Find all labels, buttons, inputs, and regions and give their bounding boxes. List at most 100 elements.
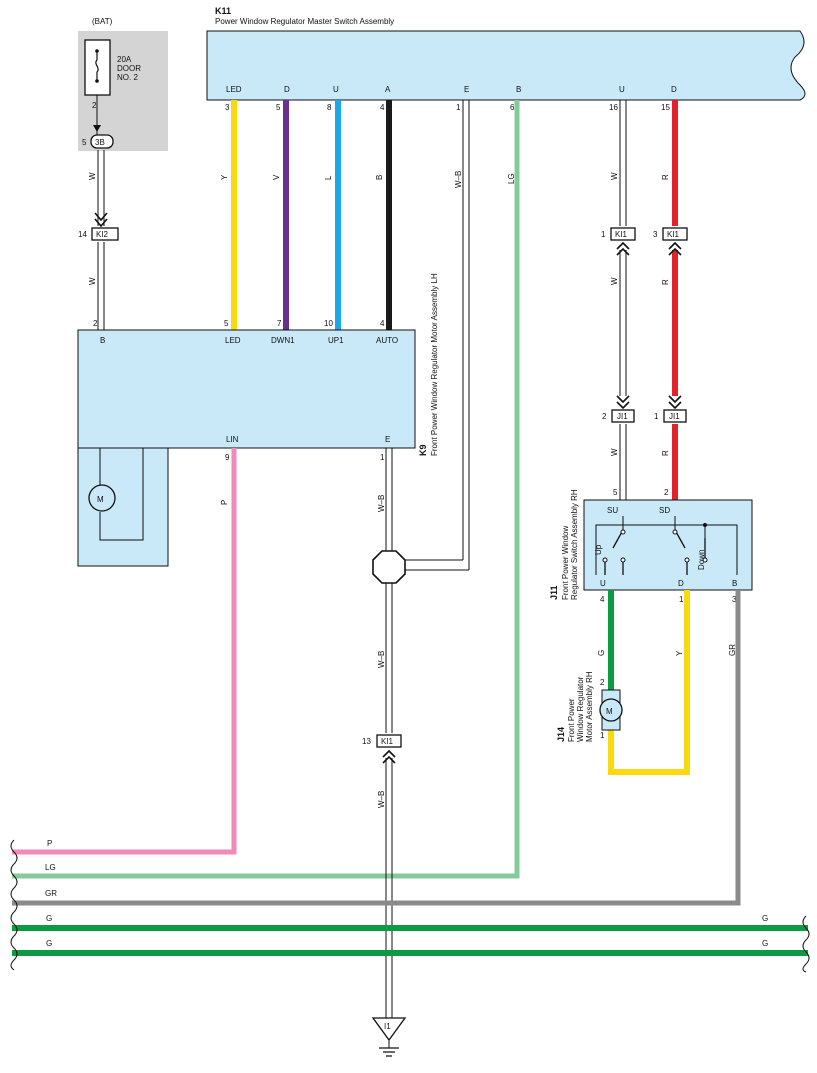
j11-terminal-sd: SD xyxy=(659,506,670,515)
fuse-rating: 20A xyxy=(117,55,132,64)
connector-ji1-d-box xyxy=(663,409,687,423)
motor-rh-j14: M 2 1 J14 Front Power Window Regulator M… xyxy=(556,671,623,742)
k9-terminal-b: B xyxy=(100,336,105,345)
fuse-element-icon xyxy=(95,52,99,80)
connector-ki1-ground-arrow-icon xyxy=(382,749,396,764)
bus-label-g1-left: G xyxy=(46,914,52,923)
wire-label-dwn: V xyxy=(272,174,281,180)
connector-ki1-u-arrow-icon xyxy=(616,241,630,256)
j11-pin-2: 2 xyxy=(664,488,669,497)
master-pin-4: 4 xyxy=(380,103,385,112)
break-mark-left-icon xyxy=(10,839,18,971)
bus-label-lg: LG xyxy=(45,863,56,872)
master-terminal-b: B xyxy=(516,85,521,94)
wire-label-master-u-upper: W xyxy=(610,172,619,180)
connector-ki2-box xyxy=(91,227,119,241)
master-pin-3: 3 xyxy=(225,103,230,112)
connector-ji1-d-arrow-icon xyxy=(668,395,682,410)
ground-label: I1 xyxy=(384,1022,391,1031)
connector-ji1-d: JI1 1 xyxy=(654,395,687,423)
j14-title-line2: Window Regulator xyxy=(576,676,585,742)
connector-ji1-u-pin: 2 xyxy=(602,412,607,421)
j11-pin-5: 5 xyxy=(613,488,618,497)
master-terminal-a: A xyxy=(385,85,391,94)
connector-3b: 3B 5 xyxy=(82,134,114,149)
wire-master-e xyxy=(405,100,470,571)
j14-motor-symbol: M xyxy=(606,707,613,716)
connector-ki1-ground-pin: 13 xyxy=(362,737,371,746)
wire-label-rh-u: G xyxy=(597,650,606,656)
wire-k9-e-ground xyxy=(385,448,393,1018)
splice-junction-icon xyxy=(372,550,406,584)
wire-label-master-d-upper: R xyxy=(661,174,670,180)
connector-ki1-d-label: KI1 xyxy=(667,230,680,239)
connector-ji1-u: JI1 2 xyxy=(602,395,635,423)
j11-up-label: Up xyxy=(594,544,603,555)
wire-label-master-u-lower: W xyxy=(610,277,619,285)
j14-pin-1: 1 xyxy=(600,731,605,740)
wire-label-bat-upper: W xyxy=(88,172,97,180)
connector-3b-pin: 5 xyxy=(82,138,87,147)
bus-label-gr: GR xyxy=(45,889,57,898)
k9-pin-9: 9 xyxy=(225,453,230,462)
j11-terminal-su: SU xyxy=(607,506,618,515)
switch-rh-j11: J11 Front Power Window Regulator Switch … xyxy=(549,488,753,604)
j14-title-line1: Front Power xyxy=(567,698,576,742)
wire-bat-w xyxy=(96,95,105,330)
ground-i1: I1 xyxy=(371,1017,407,1057)
master-pin-6: 6 xyxy=(510,103,515,112)
connector-ki1-u: KI1 1 xyxy=(601,227,636,256)
motor-assembly-k9: M K9 Front Power Window Regulator Motor … xyxy=(77,273,439,567)
wire-label-master-b: LG xyxy=(507,173,516,184)
k9-terminal-led: LED xyxy=(225,336,241,345)
connector-ki1-ground: KI1 13 xyxy=(362,734,402,764)
bus-label-p: P xyxy=(47,839,52,848)
k9-pin-1: 1 xyxy=(380,453,385,462)
connector-ki2-label: KI2 xyxy=(96,230,109,239)
wire-label-ji1-u-lower: W xyxy=(610,448,619,456)
k9-code: K9 xyxy=(418,444,428,456)
master-terminal-led: LED xyxy=(226,85,242,94)
wire-rh-d-yellow xyxy=(608,590,690,775)
j11-title-line2: Regulator Switch Assembly RH xyxy=(570,489,579,600)
connector-ki1-d: KI1 3 xyxy=(653,227,688,256)
connector-ki2: KI2 14 xyxy=(78,227,119,241)
j11-internal-wiring xyxy=(595,516,738,575)
wire-label-k9-lin: P xyxy=(220,500,229,505)
j11-terminal-b: B xyxy=(732,579,737,588)
bus-label-g2-right: G xyxy=(762,939,768,948)
k9-title: Front Power Window Regulator Motor Assem… xyxy=(430,273,439,456)
k9-motor-wiring xyxy=(99,448,144,541)
wire-k9-lin-pink xyxy=(12,448,237,855)
connector-ki1-u-pin: 1 xyxy=(601,230,606,239)
j11-pin-3: 3 xyxy=(732,595,737,604)
connector-ki1-u-label: KI1 xyxy=(615,230,628,239)
connector-ki1-d-pin: 3 xyxy=(653,230,658,239)
master-pin-5: 5 xyxy=(276,103,281,112)
k9-motor-icon xyxy=(88,484,116,512)
connector-ji1-u-box xyxy=(611,409,635,423)
k9-terminal-lin: LIN xyxy=(226,435,239,444)
j11-title-line1: Front Power Window xyxy=(561,526,570,600)
j11-terminal-d: D xyxy=(678,579,684,588)
fuse-name-line1: DOOR xyxy=(117,64,141,73)
wire-rh-b-gray xyxy=(12,590,741,906)
k9-terminal-e: E xyxy=(385,435,390,444)
ground-symbol-icon xyxy=(379,1047,399,1057)
k9-main-box xyxy=(77,329,416,449)
bus-label-g1-right: G xyxy=(762,914,768,923)
k9-pin-10: 10 xyxy=(324,319,333,328)
fuse-pin: 2 xyxy=(92,101,97,110)
master-switch-box xyxy=(206,30,806,101)
k9-pin-2: 2 xyxy=(93,319,98,328)
wire-label-ground-mid: W–B xyxy=(377,651,386,668)
k9-motor-symbol: M xyxy=(97,495,104,504)
j11-pin-4: 4 xyxy=(600,595,605,604)
connector-ji1-d-label: JI1 xyxy=(669,412,680,421)
k9-motor-box xyxy=(77,447,169,567)
master-switch-k11: K11 Power Window Regulator Master Switch… xyxy=(206,6,806,112)
k9-pin-4: 4 xyxy=(380,319,385,328)
fuse-supply-label: (BAT) xyxy=(92,17,113,26)
fuse-block: (BAT) 20A DOOR NO. 2 2 xyxy=(78,17,168,151)
